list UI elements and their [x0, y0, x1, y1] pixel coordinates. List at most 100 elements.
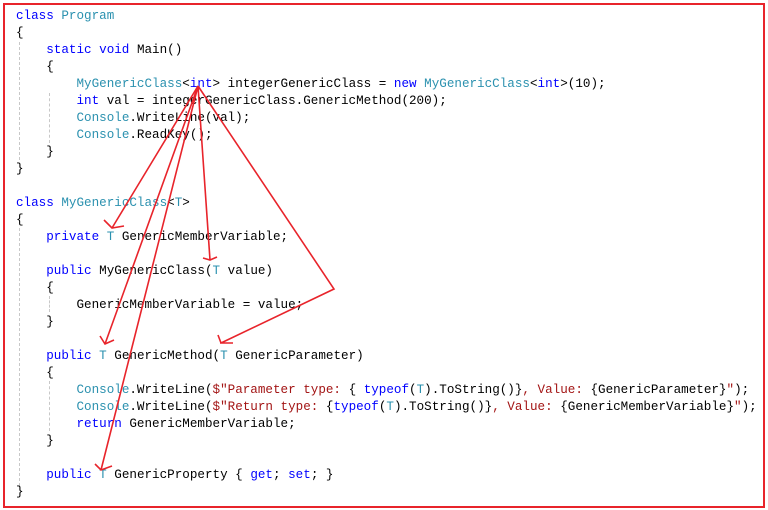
code-token: MyGenericClass( [99, 264, 213, 278]
code-token: GenericMemberVariable = value; [16, 298, 304, 312]
code-token: ); [741, 400, 757, 414]
code-token: } [16, 162, 24, 176]
code-token: Program [61, 9, 115, 23]
code-token: GenericParameter) [235, 349, 364, 363]
code-token: val = integerGenericClass.GenericMethod(… [106, 94, 447, 108]
code-token: } [16, 434, 54, 448]
code-line: MyGenericClass<int> integerGenericClass … [16, 76, 757, 93]
indent-guide [49, 296, 50, 312]
code-token: value) [227, 264, 273, 278]
code-line: static void Main() [16, 42, 757, 59]
code-token: ); [734, 383, 750, 397]
code-token: T [212, 264, 228, 278]
code-token: , Value: [492, 400, 561, 414]
code-token: { [16, 281, 54, 295]
code-token: { [348, 383, 364, 397]
code-token: public [46, 349, 100, 363]
code-token: { [325, 400, 334, 414]
code-token: static void [46, 43, 137, 57]
code-token: .ReadKey(); [129, 128, 213, 142]
indent-guide [49, 93, 50, 143]
arrow-to-constructor-param-type [197, 85, 218, 261]
arrow-to-method-param-type [197, 85, 336, 344]
code-line: } [16, 484, 757, 501]
code-token: set [288, 468, 311, 482]
code-token: T [99, 349, 115, 363]
code-token: > integerGenericClass = [212, 77, 394, 91]
code-line: public MyGenericClass(T value) [16, 263, 757, 280]
code-token: >(10); [560, 77, 606, 91]
code-token: int [189, 77, 213, 91]
code-line: { [16, 365, 757, 382]
code-token: typeof [333, 400, 379, 414]
code-line: Console.WriteLine($"Return type: {typeof… [16, 399, 757, 416]
code-token: " [726, 383, 735, 397]
code-token: return [76, 417, 130, 431]
code-line: int val = integerGenericClass.GenericMet… [16, 93, 757, 110]
code-token: } [16, 315, 54, 329]
code-token: < [529, 77, 538, 91]
code-token: Console [76, 383, 130, 397]
code-token: ).ToString()} [424, 383, 523, 397]
code-line: Console.WriteLine($"Parameter type: { ty… [16, 382, 757, 399]
code-line: public T GenericMethod(T GenericParamete… [16, 348, 757, 365]
code-token: {GenericMemberVariable} [560, 400, 735, 414]
arrow-to-method-return-type [99, 85, 199, 346]
code-token: T [220, 349, 236, 363]
code-line: class MyGenericClass<T> [16, 195, 757, 212]
code-token: , Value: [522, 383, 591, 397]
code-token: GenericProperty { [114, 468, 251, 482]
arrow-to-property-type [94, 85, 199, 471]
code-line: class Program [16, 8, 757, 25]
code-token: int [537, 77, 561, 91]
code-line: { [16, 212, 757, 229]
code-line: private T GenericMemberVariable; [16, 229, 757, 246]
code-token: GenericMemberVariable; [129, 417, 296, 431]
code-token: T [99, 468, 115, 482]
code-token: T [416, 383, 425, 397]
code-token: $"Parameter type: [212, 383, 349, 397]
code-line: { [16, 280, 757, 297]
red-border [3, 3, 765, 508]
code-token: ).ToString()} [393, 400, 493, 414]
code-token: MyGenericClass [424, 77, 530, 91]
code-line: } [16, 314, 757, 331]
code-token: Main() [136, 43, 183, 57]
indent-guide [19, 228, 20, 486]
code-line: return GenericMemberVariable; [16, 416, 757, 433]
code-token: GenericMemberVariable; [121, 230, 289, 244]
code-token: MyGenericClass [76, 77, 183, 91]
code-line: { [16, 59, 757, 76]
code-token: { [16, 60, 54, 74]
code-token: $"Return type: [212, 400, 326, 414]
arrow-to-private-field-type [103, 85, 199, 229]
code-token: public [46, 468, 100, 482]
indent-guide [19, 42, 20, 160]
code-token: get [250, 468, 273, 482]
code-token: ; [273, 468, 289, 482]
code-token: {GenericParameter} [590, 383, 727, 397]
code-token: .WriteLine( [129, 383, 213, 397]
code-token: < [167, 196, 175, 210]
code-token: { [16, 26, 24, 40]
code-line: } [16, 161, 757, 178]
indent-guide [49, 381, 50, 431]
code-line: public T GenericProperty { get; set; } [16, 467, 757, 484]
code-token: Console [76, 111, 130, 125]
code-token: new [393, 77, 425, 91]
code-token: .WriteLine( [129, 400, 213, 414]
code-token: ( [378, 400, 387, 414]
code-token: int [76, 94, 107, 108]
code-token: T [174, 196, 183, 210]
code-token: public [46, 264, 100, 278]
code-line: GenericMemberVariable = value; [16, 297, 757, 314]
code-token: GenericMethod( [114, 349, 221, 363]
code-token: { [16, 366, 54, 380]
code-token: " [734, 400, 742, 414]
code-token: } [16, 145, 54, 159]
code-token: MyGenericClass [61, 196, 168, 210]
code-line: Console.ReadKey(); [16, 127, 757, 144]
code-token: private [46, 230, 107, 244]
